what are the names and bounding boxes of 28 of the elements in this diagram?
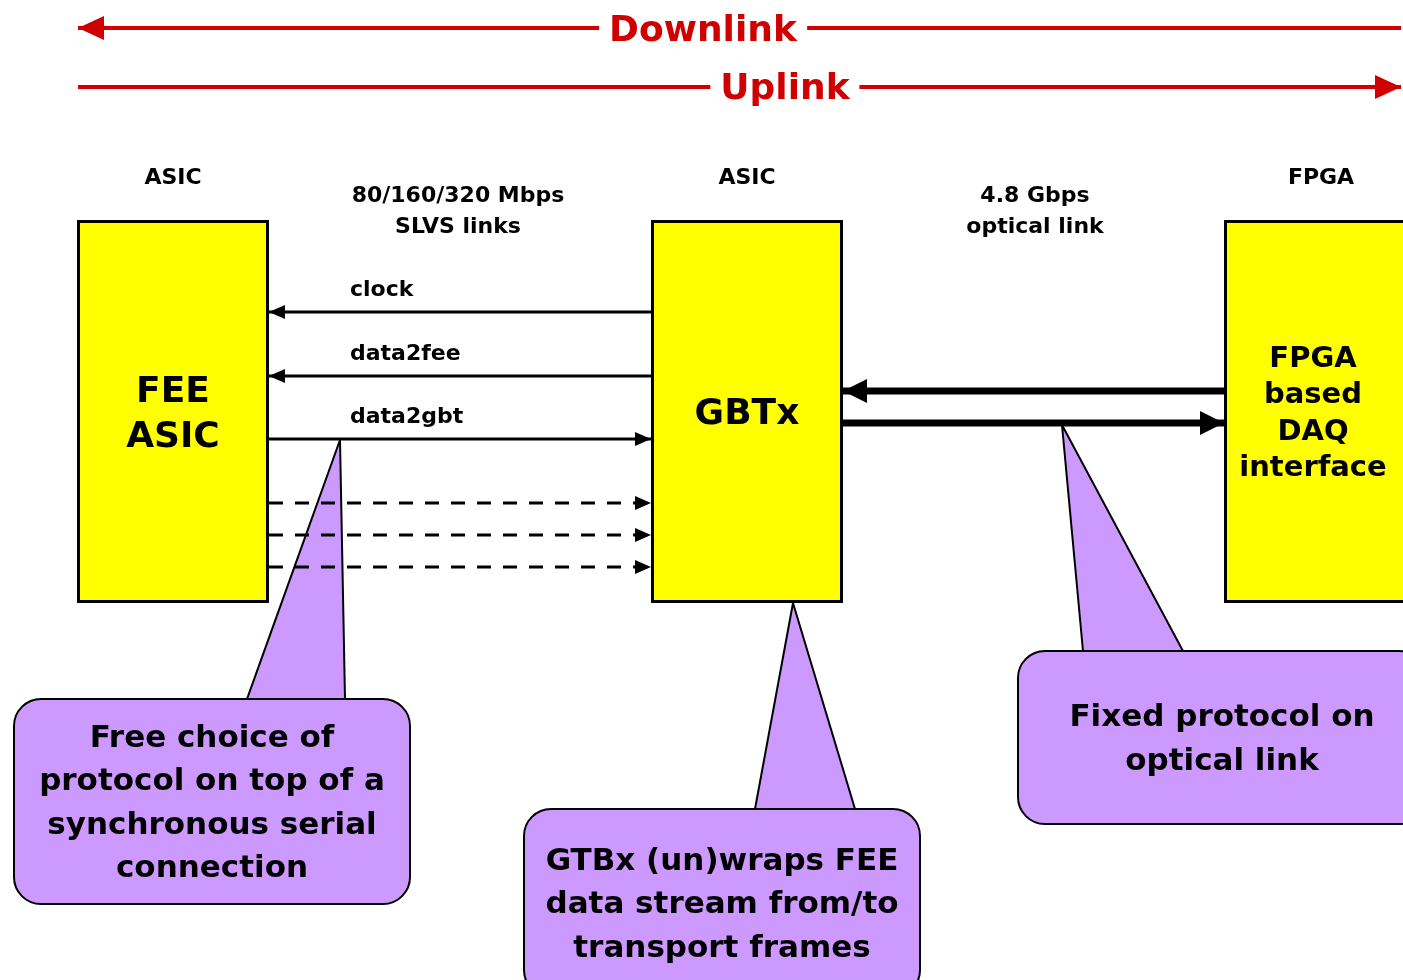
block-type-label: ASIC	[718, 164, 776, 189]
arrow	[269, 496, 651, 510]
block-title: FPGA based DAQ interface	[1238, 339, 1388, 484]
callout-text: Fixed protocol on optical link	[1068, 696, 1376, 779]
link-spec-label: 80/160/320 Mbps SLVS links	[350, 181, 566, 240]
block-box	[651, 220, 843, 603]
edge-label: data2gbt	[350, 403, 464, 428]
callout-pointer	[753, 602, 857, 810]
edge-label: data2fee	[350, 340, 461, 365]
arrow	[269, 305, 651, 319]
block-title: GBTx	[694, 390, 800, 434]
link-spec-label: 4.8 Gbps optical link	[965, 181, 1105, 240]
edge-label: clock	[350, 276, 414, 301]
callout-pointer	[245, 439, 346, 700]
callout-text: Free choice of protocol on top of a synchronous serial connection	[38, 716, 386, 886]
callout-box	[13, 698, 411, 905]
arrow	[269, 369, 651, 383]
callout-pointer	[1061, 424, 1185, 652]
block-type-label: ASIC	[144, 164, 202, 189]
block-box	[1224, 220, 1403, 603]
arrow	[843, 379, 1224, 403]
arrow	[269, 432, 651, 446]
block-box	[77, 220, 269, 603]
callout-text: GTBx (un)wraps FEE data stream from/to transport frames	[544, 839, 900, 966]
arrow	[843, 411, 1224, 435]
arrow	[269, 528, 651, 542]
block-title: FEE ASIC	[125, 367, 221, 457]
block-type-label: FPGA	[1287, 164, 1355, 189]
